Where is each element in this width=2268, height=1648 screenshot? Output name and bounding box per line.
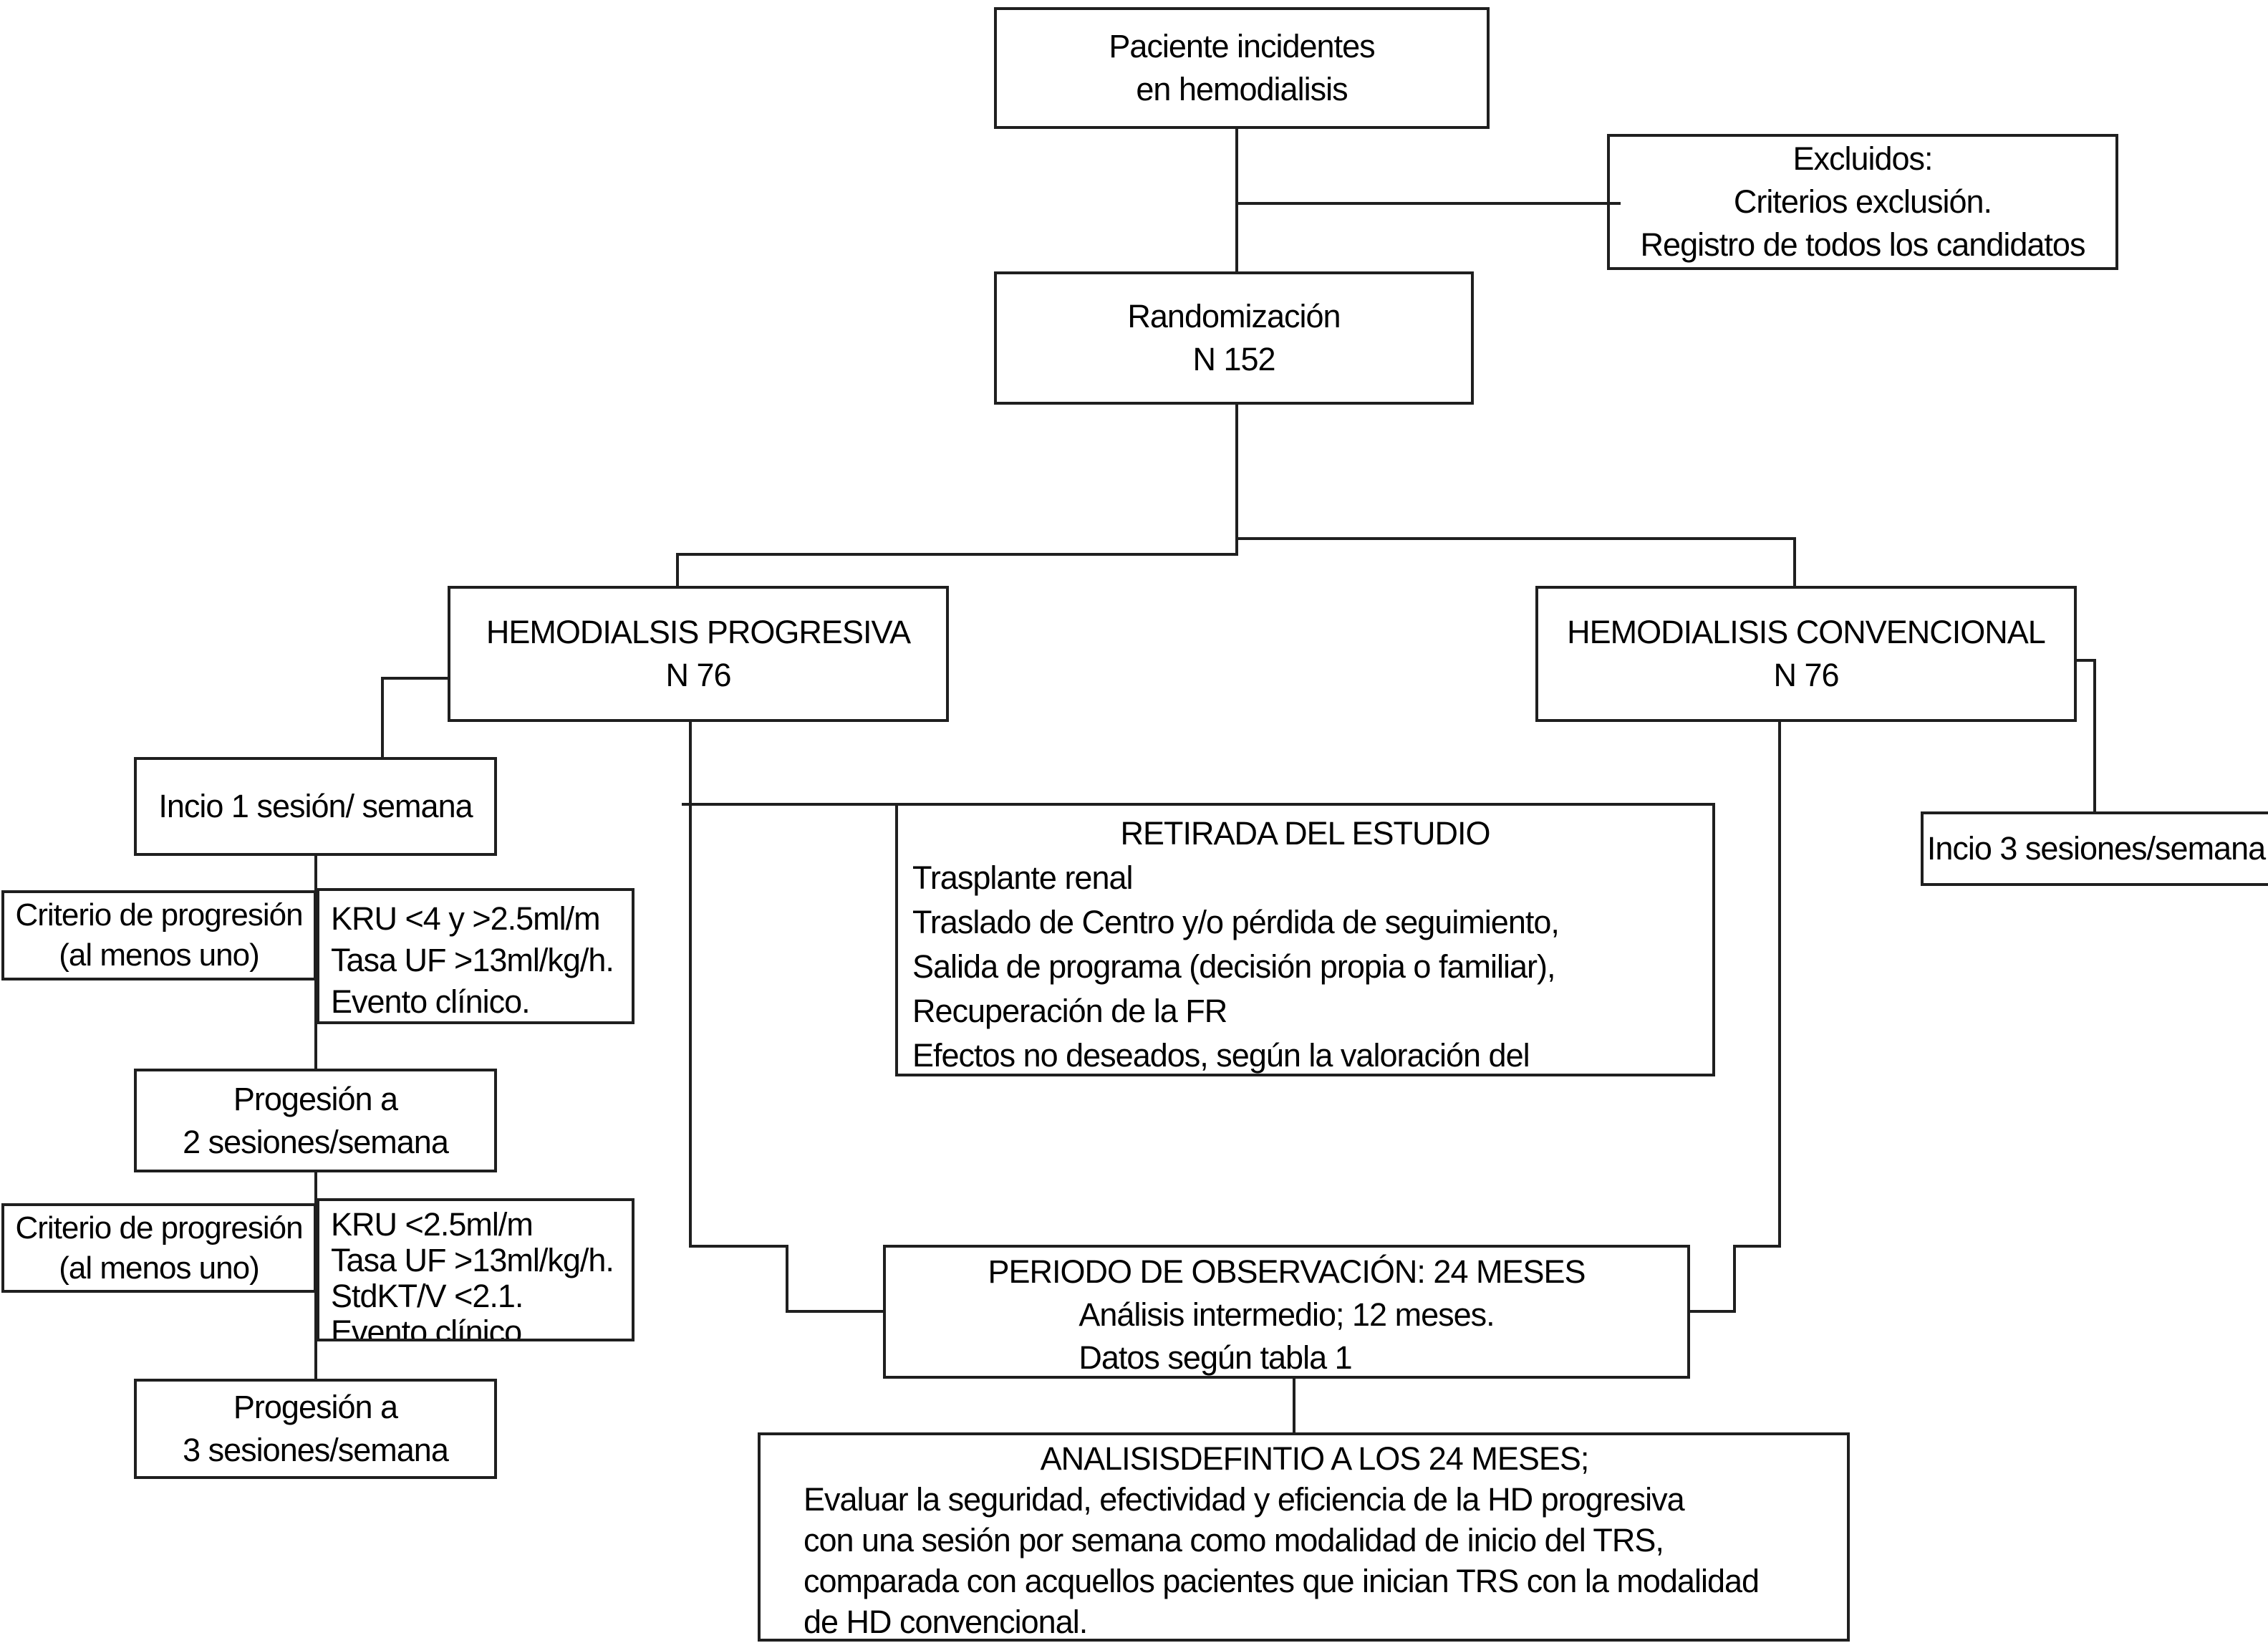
node-title: ANALISISDEFINTIO A LOS 24 MESES;	[1040, 1440, 1590, 1477]
node-randomizacion: Randomización N 152	[994, 271, 1474, 405]
node-text-line: StdKT/V <2.1.	[331, 1278, 523, 1314]
node-pacientes-incidentes: Paciente incidentes en hemodialisis	[994, 7, 1490, 129]
node-text-line: (al menos uno)	[59, 1250, 259, 1286]
connector-split-left	[676, 553, 1238, 556]
node-text-line: Tasa UF >13ml/kg/h.	[331, 942, 614, 978]
node-text-line: Datos según tabla 1	[1078, 1339, 1352, 1376]
node-text-line: KRU <2.5ml/m	[331, 1206, 534, 1243]
connector-randomizacion-split	[1235, 405, 1238, 540]
connector-progresiva-incio1-v	[381, 677, 384, 758]
node-text-line: Traslado de Centro y/o pérdida de seguim…	[912, 904, 1560, 940]
node-text-line: N 76	[1773, 657, 1839, 693]
connector-stair-right-h2	[1687, 1310, 1736, 1313]
connector-split-jog	[1235, 537, 1238, 556]
node-excluidos: Excluidos: Criterios exclusión. Registro…	[1607, 134, 2118, 270]
connector-convencional-down	[1778, 721, 1781, 1248]
node-inicio-3-sesiones: Incio 3 sesiones/semana	[1921, 811, 2268, 886]
node-text-line: Progesión a	[233, 1080, 398, 1117]
node-text-line: Trasplante renal	[912, 859, 1134, 896]
node-periodo-observacion: PERIODO DE OBSERVACIÓN: 24 MESES Análisi…	[883, 1245, 1690, 1379]
node-criterios-kru-1: KRU <4 y >2.5ml/m Tasa UF >13ml/kg/h. Ev…	[317, 888, 634, 1024]
node-retirada-del-estudio: RETIRADA DEL ESTUDIO Trasplante renal Tr…	[895, 803, 1715, 1076]
node-text-line: Salida de programa (decisión propia o fa…	[912, 948, 1555, 985]
connector-retirada-left-extension	[682, 803, 897, 806]
node-inicio-1-sesion: Incio 1 sesión/ semana	[134, 757, 497, 856]
connector-stair-left-v	[786, 1245, 788, 1313]
node-text-line: Randomización	[1127, 298, 1341, 334]
node-text-line: Criterio de progresión	[15, 1210, 303, 1245]
connector-split-to-progresiva	[676, 553, 679, 589]
node-text-line: Progesión a	[233, 1389, 398, 1425]
node-text-line: 2 sesiones/semana	[183, 1123, 449, 1160]
node-text-line: Excluidos:	[1792, 140, 1933, 177]
node-text-line: Registro de todos los candidatos	[1640, 226, 2086, 263]
node-text-line: con una sesión por semana como modalidad…	[804, 1522, 1664, 1558]
connector-progresion2-progresion3	[314, 1172, 317, 1380]
node-text-line: Criterios exclusión.	[1733, 183, 1992, 220]
node-text-line: Evento clínico.	[331, 1314, 531, 1341]
connector-convencional-incio3-h	[2075, 659, 2096, 662]
node-text-line: Evaluar la seguridad, efectividad y efic…	[804, 1481, 1685, 1518]
node-analisis-definitivo: ANALISISDEFINTIO A LOS 24 MESES; Evaluar…	[758, 1432, 1850, 1642]
connector-stair-right-v	[1733, 1245, 1736, 1313]
connector-paciente-randomizacion	[1235, 129, 1238, 271]
connector-stair-left-h1	[689, 1245, 788, 1248]
node-text-line: Efectos no deseados, según la valoración…	[912, 1037, 1530, 1074]
node-text-block: Análisis intermedio; 12 meses. Datos seg…	[1078, 1293, 1495, 1376]
node-text-line: N 152	[1192, 341, 1275, 377]
node-text-line: Incio 3 sesiones/semana	[1926, 830, 2266, 867]
node-hemodialisis-progresiva: HEMODIALSIS PROGRESIVA N 76	[448, 586, 949, 722]
node-text-line: Recuperación de la FR	[912, 993, 1227, 1029]
node-progresion-3-sesiones: Progesión a 3 sesiones/semana	[134, 1379, 497, 1479]
node-text-line: Tasa UF >13ml/kg/h.	[331, 1242, 614, 1278]
node-text-line: de HD convencional.	[804, 1604, 1088, 1640]
node-criterios-kru-2: KRU <2.5ml/m Tasa UF >13ml/kg/h. StdKT/V…	[317, 1198, 634, 1341]
node-criterio-progresion-2: Criterio de progresión (al menos uno)	[1, 1203, 317, 1293]
connector-convencional-incio3-v	[2093, 659, 2096, 813]
connector-split-right	[1235, 537, 1796, 540]
node-title: RETIRADA DEL ESTUDIO	[1120, 815, 1491, 852]
node-text-line: comparada con acquellos pacientes que in…	[804, 1563, 1760, 1599]
node-text-line: 3 sesiones/semana	[183, 1432, 449, 1468]
node-text-line: Criterio de progresión	[15, 897, 303, 933]
node-text-line: KRU <4 y >2.5ml/m	[331, 900, 601, 937]
connector-branch-excluidos	[1235, 202, 1621, 205]
connector-progresiva-incio1-h	[381, 677, 450, 680]
connector-stair-right-h1	[1733, 1245, 1781, 1248]
node-text-line: N 76	[665, 657, 731, 693]
connector-split-to-convencional	[1793, 537, 1796, 589]
node-text-line: HEMODIALSIS PROGRESIVA	[486, 614, 911, 650]
node-text-line: HEMODIALISIS CONVENCIONAL	[1567, 614, 2046, 650]
node-text-line: Evento clínico.	[331, 983, 531, 1020]
node-text-line: Análisis intermedio; 12 meses.	[1078, 1296, 1495, 1333]
connector-stair-left-h2	[786, 1310, 886, 1313]
node-text-line: en hemodialisis	[1136, 71, 1348, 107]
node-text-line: Paciente incidentes	[1109, 28, 1375, 64]
connector-progresiva-down	[689, 721, 692, 1248]
node-criterio-progresion-1: Criterio de progresión (al menos uno)	[1, 890, 317, 980]
node-title: PERIODO DE OBSERVACIÓN: 24 MESES	[988, 1253, 1586, 1290]
node-hemodialisis-convencional: HEMODIALISIS CONVENCIONAL N 76	[1535, 586, 2077, 722]
node-progresion-2-sesiones: Progesión a 2 sesiones/semana	[134, 1069, 497, 1172]
connector-periodo-analisis	[1293, 1379, 1295, 1434]
connector-incio1-progresion2	[314, 856, 317, 1070]
node-text-line: Incio 1 sesión/ semana	[158, 788, 473, 824]
node-text-line: (al menos uno)	[59, 938, 259, 973]
